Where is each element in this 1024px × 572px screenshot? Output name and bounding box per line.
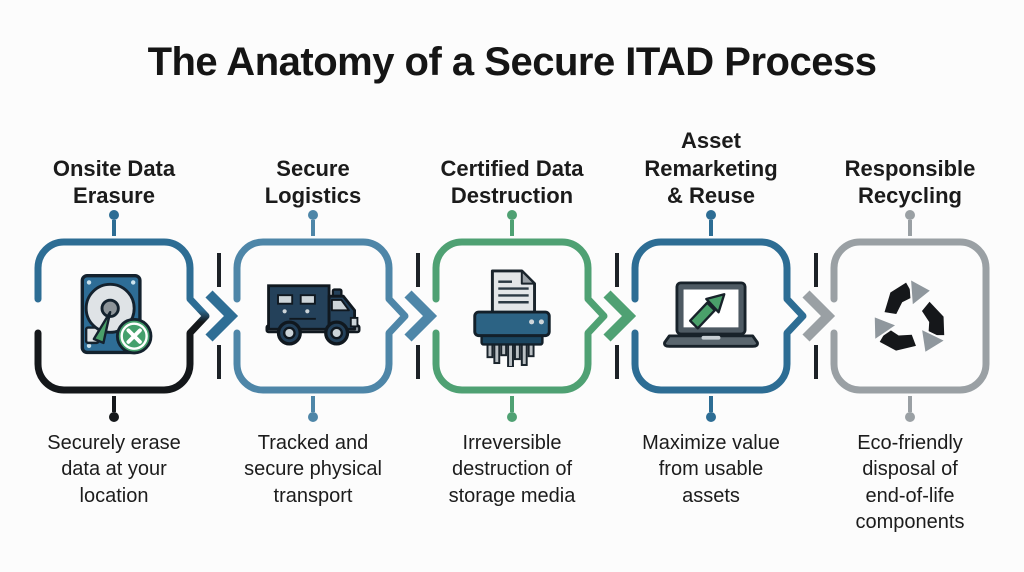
top-connector-dot	[308, 210, 318, 236]
step-frame	[828, 236, 992, 396]
top-connector-dot	[905, 210, 915, 236]
chevron-right-icon	[404, 290, 438, 342]
step-heading: Certified Data Destruction	[440, 155, 584, 209]
step-frame	[32, 236, 210, 396]
step-caption: Tracked and secure physical transport	[244, 432, 382, 507]
page-title: The Anatomy of a Secure ITAD Process	[147, 40, 877, 84]
bottom-connector-dot	[905, 396, 915, 422]
step-heading: Asset Remarketing & Reuse	[644, 127, 778, 209]
step-frame	[629, 236, 807, 396]
bottom-connector-dot	[706, 396, 716, 422]
top-connector-dot	[706, 210, 716, 236]
step-responsible-recycling: Responsible Recycling	[816, 128, 1004, 536]
laptop-arrow-icon	[663, 281, 759, 348]
step-frame	[430, 236, 608, 396]
secure-truck-icon	[265, 284, 361, 346]
step-caption: Eco-friendly disposal of end-of-life com…	[855, 432, 965, 534]
top-connector-dot	[109, 210, 119, 236]
chevron-right-icon	[603, 290, 637, 342]
step-heading: Onsite Data Erasure	[52, 155, 176, 209]
frame-border	[631, 238, 807, 394]
top-connector-dot	[507, 210, 517, 236]
bottom-connector-dot	[308, 396, 318, 422]
step-secure-logistics: Secure Logistics	[219, 128, 409, 536]
chevron-right-icon	[205, 290, 239, 342]
bottom-connector-dot	[507, 396, 517, 422]
flow-arrow-3-4	[603, 253, 637, 379]
flow-arrow-2-3	[404, 253, 438, 379]
process-steps-row: Onsite Data Erasure	[20, 128, 1004, 536]
frame-border	[34, 238, 210, 394]
recycle-icon	[872, 277, 948, 355]
step-caption: Maximize value from usable assets	[642, 432, 780, 507]
hard-drive-erase-icon	[80, 274, 153, 355]
chevron-right-icon	[802, 290, 836, 342]
flow-arrow-4-5	[802, 253, 836, 379]
step-heading: Responsible Recycling	[844, 155, 976, 209]
step-caption: Irreversible destruction of storage medi…	[448, 432, 576, 507]
bottom-connector-dot	[109, 396, 119, 422]
frame-border	[830, 238, 990, 394]
step-certified-data-destruction: Certified Data Destruction	[418, 128, 608, 536]
frame-border	[432, 238, 608, 394]
step-asset-remarketing-reuse: Asset Remarketing & Reuse Maximize value…	[617, 127, 807, 536]
step-onsite-data-erasure: Onsite Data Erasure	[20, 128, 210, 536]
frame-border	[233, 238, 409, 394]
flow-arrow-1-2	[205, 253, 239, 379]
step-heading: Secure Logistics	[264, 155, 362, 209]
shredder-icon	[473, 269, 551, 367]
step-frame	[231, 236, 409, 396]
step-caption: Securely erase data at your location	[47, 432, 181, 507]
